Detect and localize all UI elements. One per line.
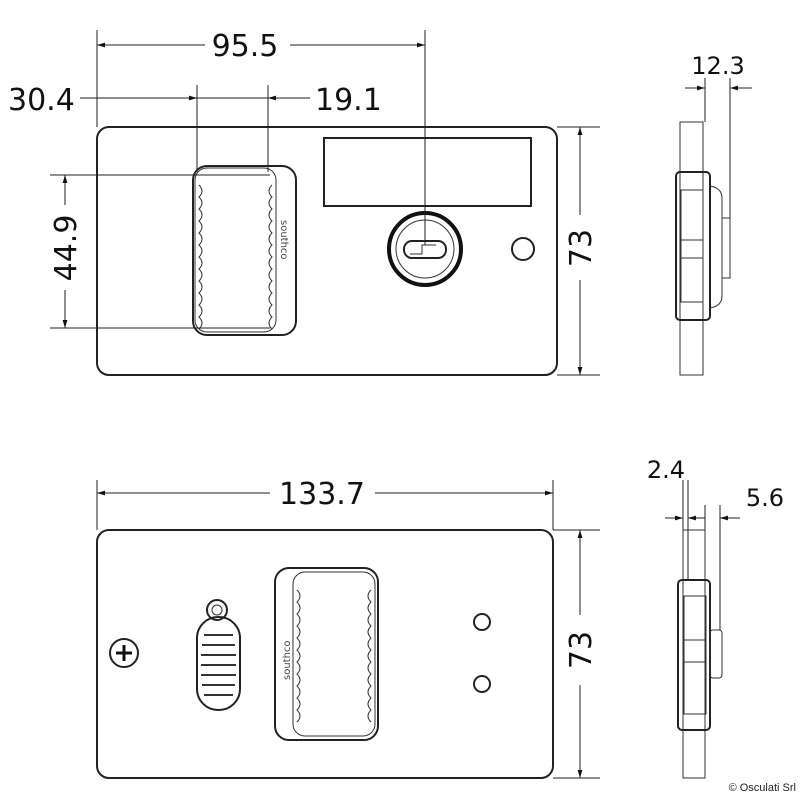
mounting-hole bbox=[473, 675, 491, 693]
mounting-hole bbox=[511, 237, 535, 261]
bottom-dimensions: 133.7 73 bbox=[96, 477, 600, 779]
dim-height-top: 73 bbox=[564, 229, 599, 267]
grip-ridges-left bbox=[198, 184, 203, 330]
mounting-hole bbox=[473, 613, 491, 631]
handle-grip bbox=[292, 571, 376, 737]
dim-side-depth-bottom: 5.6 bbox=[746, 484, 784, 512]
top-front-view: southco bbox=[96, 126, 558, 376]
handle-recess bbox=[274, 567, 379, 741]
bottom-rear-view: southco bbox=[96, 529, 554, 779]
label-window bbox=[323, 137, 532, 207]
top-side-view: 12.3 bbox=[675, 52, 752, 376]
dim-width-bottom: 133.7 bbox=[279, 477, 365, 512]
copyright: © Osculati Srl bbox=[729, 782, 796, 794]
dim-side-depth-top: 12.3 bbox=[691, 52, 744, 80]
top-dimensions: 95.5 30.4 19.1 44.9 73 bbox=[8, 29, 600, 376]
plate-outline bbox=[96, 126, 558, 376]
slider-knob bbox=[196, 616, 241, 711]
dim-height-bottom: 73 bbox=[564, 631, 599, 669]
dim-handle-width: 19.1 bbox=[315, 83, 382, 118]
grip-ridges-right bbox=[268, 184, 273, 330]
bottom-side-view: 2.4 5.6 bbox=[647, 456, 784, 779]
dim-offset-left: 30.4 bbox=[8, 83, 75, 118]
slider-ring bbox=[206, 599, 228, 621]
dim-side-plate-bottom: 2.4 bbox=[647, 456, 685, 484]
dim-width-top: 95.5 bbox=[212, 29, 279, 64]
handle-grip bbox=[194, 167, 277, 333]
brand-label: southco bbox=[282, 640, 293, 680]
handle-recess bbox=[192, 165, 297, 336]
screw-icon bbox=[109, 638, 139, 668]
plate-outline bbox=[96, 529, 554, 779]
brand-label: southco bbox=[278, 220, 289, 260]
dim-handle-height: 44.9 bbox=[49, 215, 84, 282]
